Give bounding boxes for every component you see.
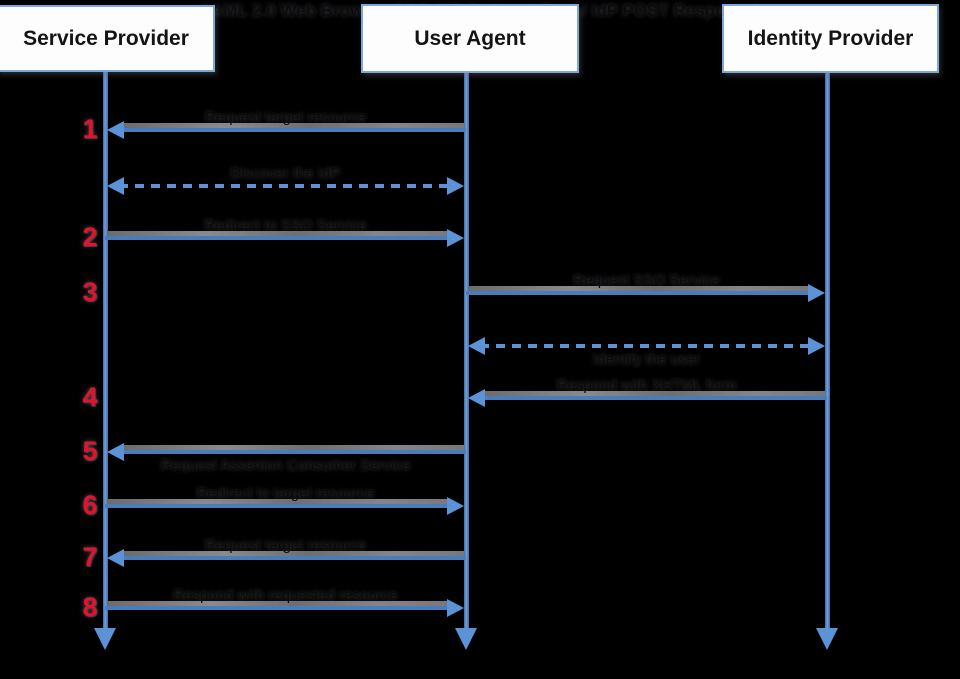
- actor-box-user-agent: User Agent: [361, 4, 579, 73]
- message-line: [119, 184, 452, 188]
- message-shadow-band: [483, 391, 825, 396]
- message-line: [119, 450, 466, 454]
- message-label: Redirect to target resource: [196, 485, 375, 502]
- step-number-7: 7: [82, 542, 98, 572]
- message-label: Respond with XHTML form: [556, 377, 737, 394]
- step-number-5: 5: [82, 436, 98, 466]
- message-arrowhead-left: [468, 389, 485, 407]
- message-arrowhead-left: [468, 337, 485, 355]
- step-number-3: 3: [82, 277, 98, 307]
- message-label: Request SSO Service: [573, 272, 720, 289]
- message-line: [480, 344, 813, 348]
- message-line: [105, 504, 452, 508]
- message-label: Request target resource: [205, 537, 366, 554]
- lifeline-end-arrow-service-provider: [94, 628, 116, 650]
- message-label: Respond with requested resource: [173, 587, 398, 604]
- lifeline-end-arrow-user-agent: [455, 628, 477, 650]
- message-arrowhead-right: [447, 229, 464, 247]
- message-arrowhead-left: [107, 121, 124, 139]
- message-line: [105, 236, 452, 240]
- message-shadow-band: [468, 286, 810, 291]
- message-arrowhead-left: [107, 177, 124, 195]
- message-arrowhead-left: [107, 549, 124, 567]
- actor-label-user-agent: User Agent: [414, 26, 526, 50]
- message-line: [119, 556, 466, 560]
- message-label: Redirect to SSO Service: [204, 217, 367, 234]
- message-label: Identify the user: [593, 351, 700, 368]
- lifeline-user-agent: [464, 72, 469, 628]
- step-number-1: 1: [82, 114, 98, 144]
- message-shadow-band: [107, 231, 449, 236]
- message-shadow-band: [107, 499, 449, 504]
- lifeline-end-arrow-identity-provider: [816, 628, 838, 650]
- message-arrowhead-left: [107, 443, 124, 461]
- message-line: [466, 291, 813, 295]
- message-line: [119, 128, 466, 132]
- message-label: Request Assertion Consumer Service: [160, 457, 411, 474]
- actor-box-service-provider: Service Provider: [0, 5, 215, 72]
- actor-label-service-provider: Service Provider: [23, 26, 189, 50]
- message-arrowhead-right: [447, 177, 464, 195]
- message-arrowhead-right: [447, 497, 464, 515]
- message-label: Request target resource: [205, 109, 366, 126]
- message-arrowhead-right: [447, 599, 464, 617]
- lifeline-service-provider: [103, 72, 108, 628]
- step-number-4: 4: [82, 382, 98, 412]
- message-line: [105, 606, 452, 610]
- message-shadow-band: [122, 445, 464, 450]
- message-arrowhead-right: [808, 284, 825, 302]
- step-number-6: 6: [82, 490, 98, 520]
- lifeline-identity-provider: [825, 72, 830, 628]
- message-shadow-band: [122, 123, 464, 128]
- step-number-2: 2: [82, 222, 98, 252]
- step-number-8: 8: [82, 592, 98, 622]
- message-arrowhead-right: [808, 337, 825, 355]
- message-label: Discover the IdP: [230, 165, 341, 182]
- message-shadow-band: [107, 601, 449, 606]
- message-line: [480, 396, 827, 400]
- message-shadow-band: [122, 551, 464, 556]
- actor-label-identity-provider: Identity Provider: [747, 26, 914, 50]
- actor-box-identity-provider: Identity Provider: [722, 4, 939, 73]
